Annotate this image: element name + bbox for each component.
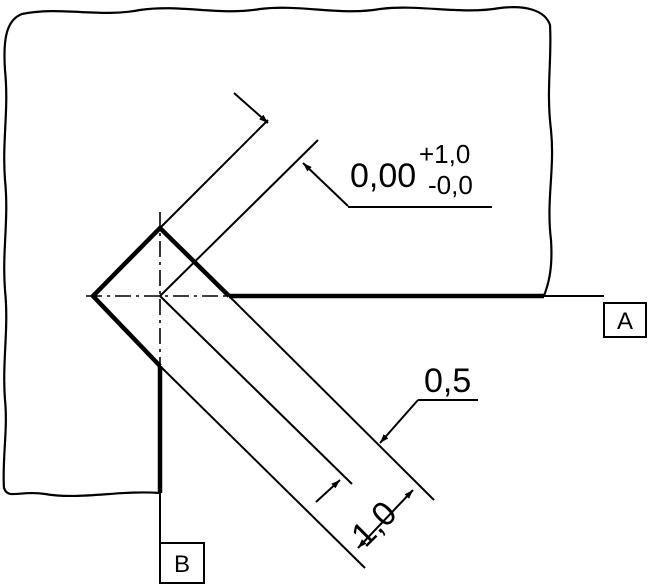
upper-dimension-arrow-top [233, 92, 269, 124]
band-width-outer-value: 1,0 [344, 494, 404, 554]
chamfer-upper-tolerance: +1,0 [419, 139, 470, 169]
dim-05-arrow-left [315, 479, 341, 503]
datum-a-label: A [617, 308, 633, 335]
part-outline [2, 6, 554, 498]
datum-b-label: B [174, 551, 190, 578]
datum-b-box: B [159, 542, 205, 584]
band-line-mid [159, 295, 353, 485]
band-line-inner [228, 295, 435, 501]
dim-05-arrow-right [379, 399, 419, 444]
chamfer-nominal-value: 0,00 [350, 157, 416, 195]
upper-dimension-arrow-bottom [302, 162, 349, 207]
datum-a-box: A [603, 302, 647, 338]
chamfer-lower-tolerance: -0,0 [428, 170, 473, 200]
band-line-outer [159, 365, 366, 569]
band-width-inner-value: 0,5 [424, 362, 471, 400]
dim-10-line [357, 489, 414, 549]
upper-extension-line-inner [159, 139, 319, 297]
upper-extension-line-outer [159, 119, 269, 229]
